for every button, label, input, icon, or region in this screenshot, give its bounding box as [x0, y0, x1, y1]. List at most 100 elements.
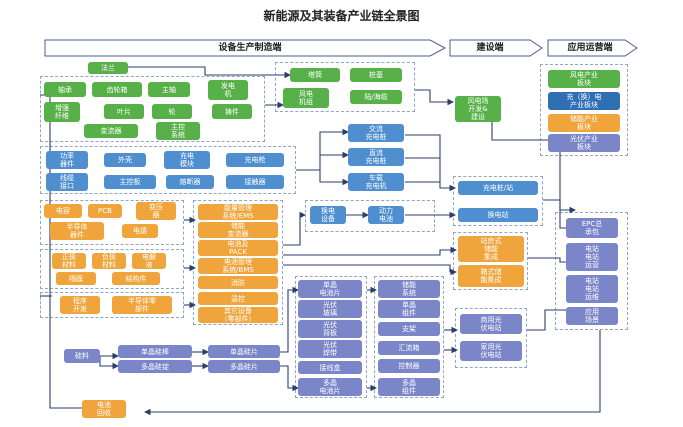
legend-wind: 风电产业 板块 — [548, 70, 620, 88]
legend-group — [540, 64, 628, 156]
electronics-group — [40, 200, 184, 245]
household-pv-box: 家用光 伏电站 — [460, 341, 522, 361]
wind-parts-group — [40, 76, 265, 142]
charging-station-box: 充电桩/站 — [458, 181, 538, 195]
main-board-box: 主控板 — [104, 175, 156, 189]
transformer-box: 变压 器 — [136, 202, 176, 220]
negative-material-box: 负极 材料 — [92, 253, 126, 269]
combiner-box: 汇流箱 — [378, 341, 440, 355]
bracket-box: 支架 — [378, 322, 440, 336]
swap-station-box: 换电站 — [458, 208, 538, 222]
mono-module-box: 单晶 组件 — [378, 300, 440, 318]
hub-box: 轮 — [152, 104, 192, 119]
station-operation-box: 电站 电站 运营 — [566, 243, 618, 271]
epc-box: EPC总 承包 — [566, 218, 618, 238]
capacitor-box: 电容 — [44, 204, 82, 218]
vehicle-charger-box: 车载 充电机 — [348, 173, 404, 191]
storage-integration-group — [453, 232, 528, 290]
pv-station-group — [455, 308, 527, 368]
legend-pv: 光伏产业 板块 — [548, 134, 620, 152]
tower-box: 塔筒 — [290, 68, 340, 82]
contactor-box: 接触器 — [226, 175, 284, 189]
equipment-stage-label: 设备生产制造端 — [218, 43, 282, 53]
operation-stage-label: 应用运营端 — [567, 43, 613, 53]
poly-ingot-box: 多晶硅锭 — [118, 360, 192, 373]
poly-cell-box: 多晶 电池片 — [298, 378, 362, 396]
wind-farm-box: 风电场 开发& 建设 — [455, 96, 501, 122]
ribbon-box: 光伏 焊带 — [298, 340, 362, 358]
generator-box: 发电 机 — [208, 80, 248, 100]
pcb-box: PCB — [88, 204, 122, 218]
battery-materials-group — [40, 249, 184, 289]
station-maintenance-box: 电站 电站 运维 — [566, 275, 618, 303]
semiconductor-box: 半导体 器件 — [50, 222, 104, 240]
construction-stage-label: 建设端 — [476, 43, 504, 53]
fire-box: 消防 — [198, 276, 278, 289]
cable-box: 陆/海缆 — [350, 90, 402, 104]
turbine-box: 风电 机组 — [283, 88, 329, 108]
construction-stage-arrow — [449, 39, 543, 57]
separator-box: 隔膜 — [56, 272, 96, 285]
wind-assembly-group — [275, 62, 415, 112]
pv-materials-group — [295, 276, 367, 398]
master-control-box: 主控 系统 — [156, 122, 200, 140]
blade-box: 叶片 — [104, 104, 144, 119]
semi-parts-box: 半导体零 部件 — [112, 296, 172, 314]
page-title: 新能源及其装备产业链全景图 — [263, 9, 420, 23]
storage-system-box: 储能 系统 — [378, 280, 440, 298]
operation-group — [555, 212, 628, 330]
charging-parts-group — [40, 146, 296, 194]
converter-box: 变流器 — [84, 124, 138, 138]
charging-module-box: 充电 模块 — [164, 151, 210, 169]
software-group — [40, 292, 184, 318]
flange-box: 法兰 — [88, 62, 128, 74]
bms-box: 电池管理 系统/BMS — [198, 258, 278, 274]
positive-material-box: 正极 材料 — [52, 253, 86, 269]
program-dev-box: 程序 开发 — [60, 296, 100, 314]
ac-pile-box: 交流 充电桩 — [348, 124, 404, 142]
casting-box: 铸件 — [212, 104, 252, 119]
ems-box: 能量管理 系统/EMS — [198, 204, 278, 220]
silicon-box: 硅料 — [64, 349, 100, 363]
legend-charging: 充（换）电 产业板块 — [548, 92, 620, 110]
swap-equipment-box: 换电 设备 — [310, 206, 346, 224]
application-scene-box: 应用 场景 — [566, 307, 618, 325]
charging-station-group — [453, 176, 543, 226]
pcs-box: 储能 变流器 — [198, 222, 278, 238]
mono-wafer-box: 单晶硅片 — [208, 345, 280, 358]
junction-box: 接线盒 — [298, 361, 362, 374]
mono-rod-box: 单晶硅棒 — [118, 345, 192, 358]
electrolyte-box: 电解 液 — [132, 253, 166, 269]
mono-cell-box: 单晶 电池片 — [298, 280, 362, 298]
inductor-box: 电感 — [122, 224, 158, 238]
power-device-box: 功率 器件 — [46, 151, 88, 169]
fiber-box: 增强 纤维 — [44, 102, 80, 122]
storage-system-group — [193, 200, 283, 325]
pile-box: 桩基 — [350, 68, 402, 82]
dc-pile-box: 直流 充电桩 — [348, 148, 404, 166]
container-storage-box: 箱式储 能集成 — [458, 265, 524, 287]
cable-interface-box: 线缆 接口 — [46, 173, 88, 191]
main-shaft-box: 主轴 — [148, 82, 190, 97]
battery-recycle-box: 电池 回收 — [82, 400, 126, 418]
poly-module-box: 多晶 组件 — [378, 378, 440, 396]
bearing-box: 轴承 — [44, 82, 86, 97]
fuse-box: 熔断器 — [166, 175, 214, 189]
backsheet-box: 光伏 背板 — [298, 320, 362, 338]
centralized-storage-box: 站房式 储能 集成 — [458, 236, 524, 262]
inverter-box: 控制器 — [378, 359, 440, 373]
power-battery-box: 动力 电池 — [368, 206, 404, 224]
structure-box: 结构件 — [112, 272, 160, 285]
charging-gun-box: 充电枪 — [226, 153, 284, 167]
pv-glass-box: 光伏 玻璃 — [298, 300, 362, 318]
commercial-pv-box: 商用光 伏电站 — [460, 314, 522, 334]
pv-components-group — [374, 276, 444, 398]
poly-wafer-box: 多晶硅片 — [208, 360, 280, 373]
operation-stage-arrow — [547, 39, 638, 57]
temp-box: 温控 — [198, 292, 278, 305]
legend-storage: 储能产业 板块 — [548, 114, 620, 132]
housing-box: 外壳 — [104, 153, 146, 167]
pack-box: 电池及 PACK — [198, 240, 278, 256]
other-box: 其它设备 （零部件） — [198, 307, 278, 323]
